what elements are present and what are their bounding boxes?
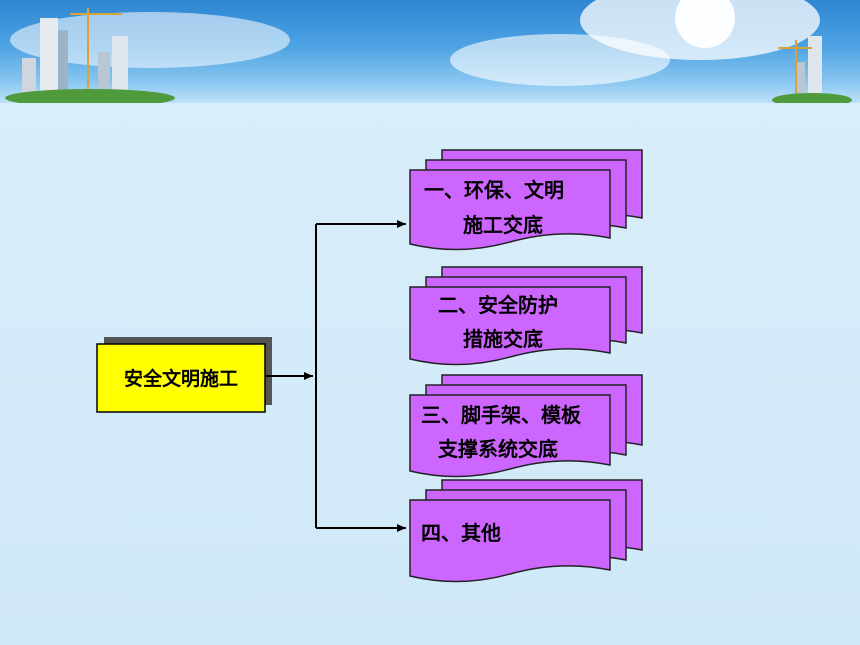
branch-2-card xyxy=(409,266,643,366)
branch-2-title: 二、安全防护 xyxy=(438,293,558,317)
branch-1-subtitle: 施工交底 xyxy=(463,213,543,237)
root-label: 安全文明施工 xyxy=(123,368,238,390)
branch-3-title: 三、脚手架、模板 xyxy=(421,403,581,427)
branch-4-title: 四、其他 xyxy=(421,521,501,545)
sky-banner xyxy=(0,0,860,103)
branch-3-card xyxy=(409,374,643,478)
branch-1-title: 一、环保、文明 xyxy=(424,178,564,202)
branch-2-subtitle: 措施交底 xyxy=(463,327,543,351)
root-box xyxy=(96,343,266,413)
branch-4-card xyxy=(409,479,643,583)
branch-3-subtitle: 支撑系统交底 xyxy=(438,437,558,461)
branch-1-card xyxy=(409,149,643,251)
banner-scenery-image xyxy=(5,0,852,103)
